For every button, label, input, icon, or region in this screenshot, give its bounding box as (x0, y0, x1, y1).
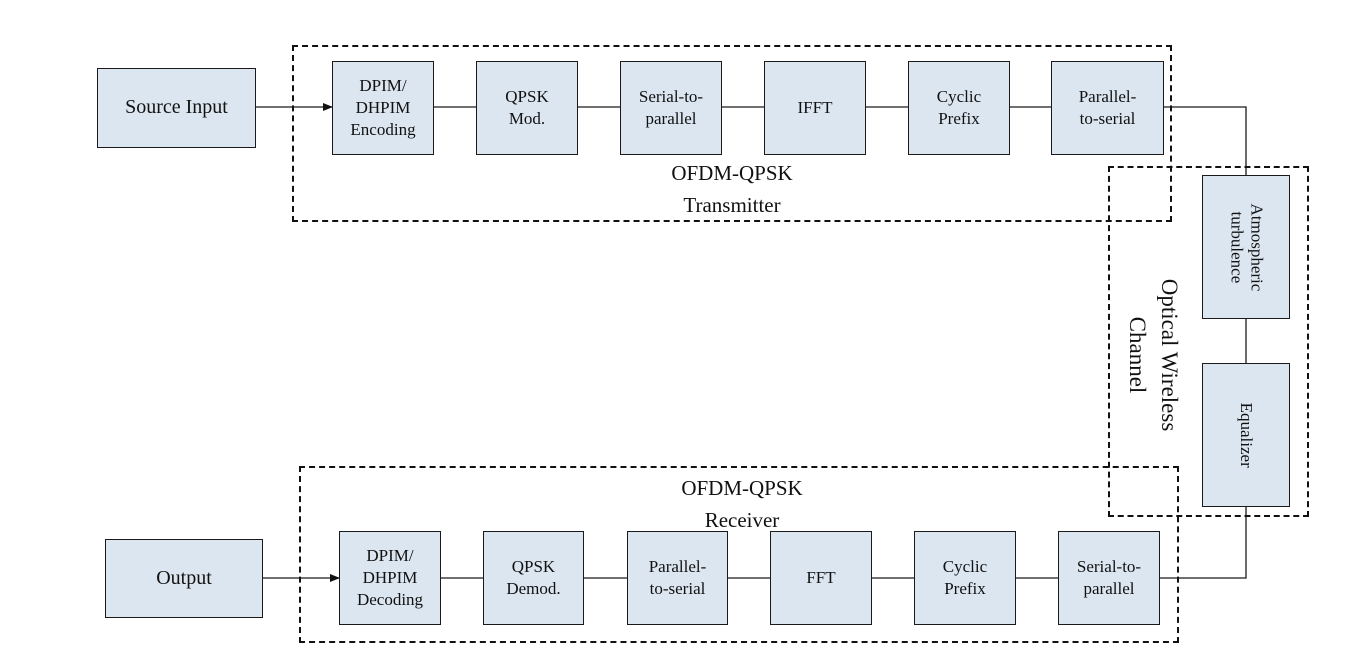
source-input-block: Source Input (97, 68, 256, 148)
fft-block: FFT (770, 531, 872, 625)
channel-group (1108, 166, 1309, 517)
atmospheric-turbulence-block: Atmospheric turbulence (1202, 175, 1290, 319)
qpsk-mod-block: QPSK Mod. (476, 61, 578, 155)
ifft-block: IFFT (764, 61, 866, 155)
transmitter-group (292, 45, 1172, 222)
serial-to-parallel-tx-block: Serial-to- parallel (620, 61, 722, 155)
receiver-group (299, 466, 1179, 643)
serial-to-parallel-rx-block: Serial-to- parallel (1058, 531, 1160, 625)
qpsk-demod-block: QPSK Demod. (483, 531, 584, 625)
parallel-to-serial-rx-block: Parallel- to-serial (627, 531, 728, 625)
encoding-block: DPIM/ DHPIM Encoding (332, 61, 434, 155)
cyclic-prefix-tx-block: Cyclic Prefix (908, 61, 1010, 155)
receiver-group-label: OFDM-QPSK Receiver (681, 476, 803, 532)
parallel-to-serial-tx-block: Parallel- to-serial (1051, 61, 1164, 155)
channel-group-label: Optical Wireless Channel (1124, 278, 1182, 432)
equalizer-block: Equalizer (1202, 363, 1290, 507)
wire-tx-to-channel (1164, 106, 1247, 175)
wire-channel-to-rx (1160, 507, 1247, 579)
cyclic-prefix-rx-block: Cyclic Prefix (914, 531, 1016, 625)
output-block: Output (105, 539, 263, 618)
decoding-block: DPIM/ DHPIM Decoding (339, 531, 441, 625)
transmitter-group-label: OFDM-QPSK Transmitter (671, 161, 793, 217)
